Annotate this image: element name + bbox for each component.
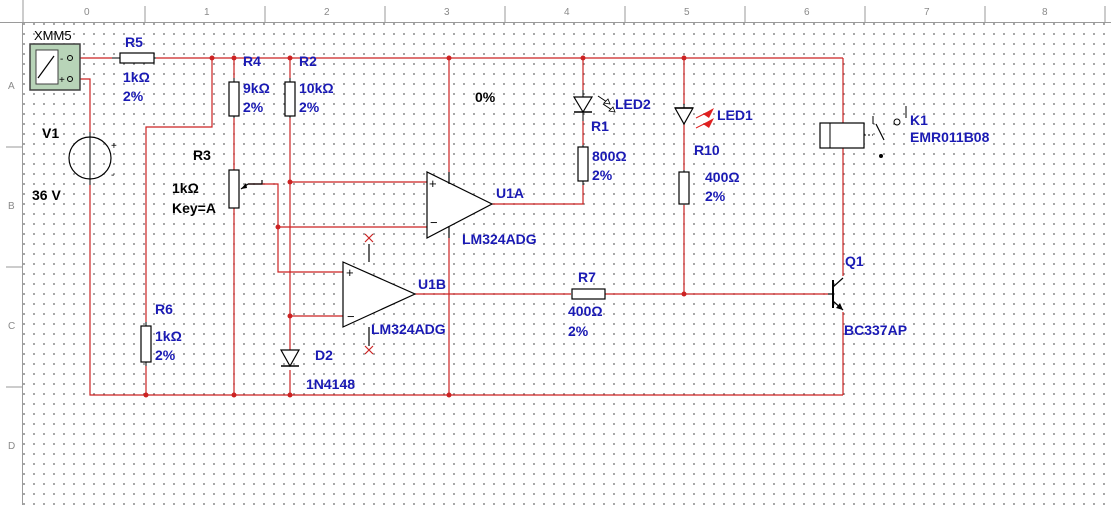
resistor-r4[interactable]: R4 9kΩ 2%	[228, 53, 270, 118]
svg-text:+: +	[111, 141, 117, 152]
ruler-col-5: 5	[684, 7, 690, 18]
r10-ref: R10	[694, 142, 720, 158]
u1b-part: LM324ADG	[371, 321, 446, 337]
ruler-row-a: A	[8, 81, 15, 92]
svg-text:+: +	[429, 176, 437, 191]
r7-value: 400Ω	[568, 303, 603, 319]
q1-part: BC337AP	[844, 322, 907, 338]
r6-tol: 2%	[155, 347, 176, 363]
r1-value: 800Ω	[592, 148, 627, 164]
svg-text:+: +	[59, 75, 65, 86]
v1-value: 36 V	[32, 187, 61, 203]
led2-ref: LED2	[615, 96, 651, 112]
led-led2[interactable]: LED2	[572, 90, 651, 121]
svg-text:-: -	[111, 170, 114, 181]
ruler-col-0: 0	[84, 7, 90, 18]
r6-ref: R6	[155, 301, 173, 317]
r4-tol: 2%	[243, 99, 264, 115]
r10-tol: 2%	[705, 188, 726, 204]
xmm5-label: XMM5	[34, 28, 72, 43]
r4-value: 9kΩ	[243, 80, 270, 96]
resistor-r2[interactable]: R2 10kΩ 2%	[284, 53, 334, 118]
r5-value: 1kΩ	[123, 69, 150, 85]
diode-d2[interactable]: D2 1N4148	[279, 347, 355, 392]
svg-text:−: −	[347, 309, 355, 324]
transistor-q1[interactable]: Q1 BC337AP	[828, 253, 907, 338]
wires	[80, 57, 844, 396]
ruler-row-b: B	[8, 201, 15, 212]
r7-ref: R7	[578, 269, 596, 285]
ruler-col-1: 1	[204, 7, 210, 18]
r6-value: 1kΩ	[155, 328, 182, 344]
left-ruler: A B C D	[0, 23, 23, 505]
schematic-canvas[interactable]: XMM5 - + V1 36 V + - R5 1kΩ 2%	[23, 23, 1111, 505]
d2-part: 1N4148	[306, 376, 355, 392]
top-ruler: 0 1 2 3 4 5 6 7 8	[0, 0, 1111, 23]
d2-ref: D2	[315, 347, 333, 363]
ruler-col-3: 3	[444, 7, 450, 18]
r3-value: 1kΩ	[172, 180, 199, 196]
resistor-r1[interactable]: R1 800Ω 2%	[577, 118, 627, 185]
junctions	[143, 55, 687, 398]
r1-tol: 2%	[592, 167, 613, 183]
u1a-ref: U1A	[496, 185, 524, 201]
resistor-r6[interactable]: R6 1kΩ 2%	[140, 301, 182, 366]
multimeter-xmm5[interactable]: XMM5 - +	[29, 28, 81, 91]
schematic-sheet[interactable]: XMM5 - + V1 36 V + - R5 1kΩ 2%	[23, 23, 1111, 505]
r4-ref: R4	[243, 53, 261, 69]
r2-ref: R2	[299, 53, 317, 69]
ruler-col-7: 7	[924, 7, 930, 18]
ruler-col-6: 6	[804, 7, 810, 18]
r2-tol: 2%	[299, 99, 320, 115]
k1-ref: K1	[910, 112, 928, 128]
potentiometer-r3[interactable]: R3 1kΩ Key=A 0%	[172, 89, 496, 216]
r5-tol: 2%	[123, 88, 144, 104]
r2-value: 10kΩ	[299, 80, 334, 96]
ruler-row-c: C	[8, 321, 15, 332]
u1a-part: LM324ADG	[462, 231, 537, 247]
led-led1[interactable]: LED1	[673, 104, 753, 129]
svg-text:-: -	[60, 54, 63, 65]
resistor-r10[interactable]: R10 400Ω 2%	[678, 142, 740, 205]
ruler-col-8: 8	[1042, 7, 1048, 18]
r7-tol: 2%	[568, 323, 589, 339]
r3-percent: 0%	[475, 89, 496, 105]
top-ruler-svg: 0 1 2 3 4 5 6 7 8	[22, 0, 1106, 23]
r3-ref: R3	[193, 147, 211, 163]
k1-part: EMR011B08	[910, 129, 990, 145]
opamp-u1b[interactable]: + − U1B LM324ADG	[342, 233, 446, 355]
svg-text:−: −	[430, 215, 438, 230]
ruler-col-2: 2	[324, 7, 330, 18]
q1-ref: Q1	[845, 253, 864, 269]
left-ruler-svg: A B C D	[6, 81, 23, 452]
svg-text:+: +	[346, 265, 354, 280]
led1-ref: LED1	[717, 107, 753, 123]
ruler-col-4: 4	[564, 7, 570, 18]
r10-value: 400Ω	[705, 169, 740, 185]
v1-ref: V1	[42, 125, 59, 141]
resistor-r7[interactable]: R7 400Ω 2%	[568, 269, 606, 339]
r1-ref: R1	[591, 118, 609, 134]
ruler-row-d: D	[8, 441, 15, 452]
relay-k1[interactable]: K1 EMR011B08	[819, 106, 990, 158]
opamp-u1a[interactable]: + − U1A LM324ADG	[426, 171, 537, 247]
resistor-r5[interactable]: R5 1kΩ 2%	[112, 34, 156, 104]
r5-ref: R5	[125, 34, 143, 50]
voltage-source-v1[interactable]: V1 36 V + -	[32, 125, 117, 203]
r3-key: Key=A	[172, 200, 216, 216]
u1b-ref: U1B	[418, 276, 446, 292]
